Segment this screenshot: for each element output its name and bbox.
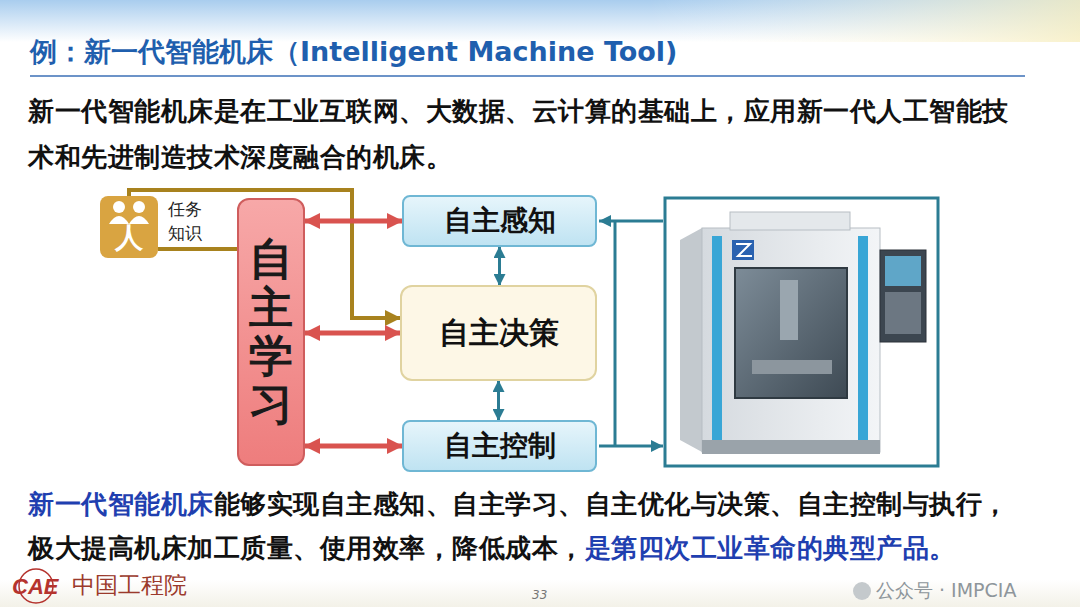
- control-panel: [880, 250, 926, 342]
- control-arrow: [599, 445, 663, 448]
- connector: [305, 444, 402, 449]
- logo-mark: [736, 244, 752, 256]
- node-text: 自主学习: [249, 235, 293, 429]
- process-box: 自主感知: [402, 195, 597, 247]
- node-text: 自主感知: [444, 204, 556, 238]
- wechat-icon: [853, 582, 871, 600]
- intro-text: 新一代智能机床是在工业互联网、大数据、云计算的基础上，应用新一代人工智能技术和先…: [28, 96, 1009, 172]
- header-glow: [0, 0, 1080, 42]
- highlight-text: 是第四次工业革命的典型产品。: [585, 533, 956, 563]
- connector: [305, 331, 400, 336]
- connector: [497, 381, 500, 420]
- process-box: 自主决策: [400, 285, 597, 381]
- control-screen: [885, 256, 921, 286]
- machine-stripe: [712, 236, 722, 442]
- intro-paragraph: 新一代智能机床是在工业互联网、大数据、云计算的基础上，应用新一代人工智能技术和先…: [28, 88, 1023, 180]
- node-text: 自主决策: [439, 315, 559, 351]
- connector: [498, 247, 501, 285]
- machine-frame: [665, 198, 938, 466]
- person-icon: 人: [100, 196, 158, 258]
- feedback-line: [614, 221, 617, 446]
- machine-body: [702, 228, 880, 452]
- machine-side: [680, 228, 702, 452]
- learning-box: 自主学习: [237, 198, 305, 466]
- machine-base: [702, 440, 880, 454]
- person-head: [113, 201, 125, 213]
- machine-top: [730, 212, 850, 230]
- connector: [158, 247, 237, 251]
- control-keys: [885, 292, 921, 334]
- slide-title: 例：新一代智能机床（Intelligent Machine Tool): [30, 34, 677, 70]
- page-number: 33: [532, 589, 547, 603]
- connector: [305, 219, 402, 224]
- machine-table: [752, 360, 832, 374]
- summary-paragraph: 新一代智能机床能够实现自主感知、自主学习、自主优化与决策、自主控制与执行，极大提…: [28, 482, 1023, 570]
- header-band: [0, 0, 1080, 42]
- logo-plate: [732, 240, 754, 260]
- feedback-arrow: [599, 220, 663, 223]
- highlight-text: 新一代智能机床: [28, 489, 214, 519]
- machine-stripe: [858, 236, 868, 442]
- process-box: 自主控制: [402, 420, 597, 472]
- node-text: 自主控制: [444, 429, 556, 463]
- node-text: 人: [115, 221, 143, 255]
- edge-label: 知识: [166, 222, 204, 244]
- logo-wordmark: 中国工程院: [72, 573, 187, 599]
- watermark: 公众号 · IMPCIA: [876, 580, 1016, 602]
- machine-window: [735, 268, 847, 398]
- edge-label: 任务: [166, 198, 204, 220]
- title-rule: [30, 75, 1025, 77]
- logo-text: CAE: [12, 574, 58, 599]
- machine-spindle: [780, 280, 798, 340]
- person-head: [133, 201, 145, 213]
